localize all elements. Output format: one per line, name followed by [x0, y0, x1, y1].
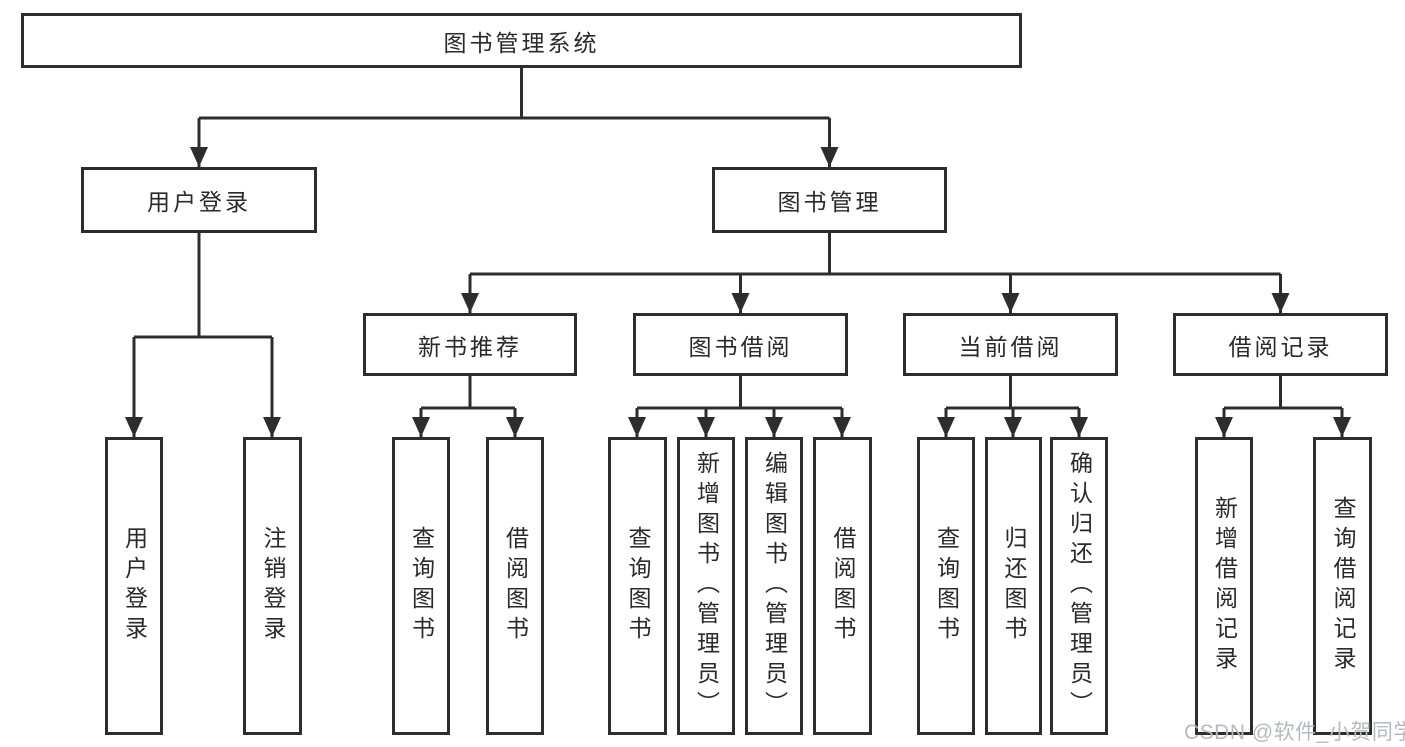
node-label: 用户登录 [147, 189, 251, 215]
leaf-query-books-current: 查询图书 [917, 437, 975, 735]
connector-root [190, 68, 839, 167]
leaf-borrow-books-recommend: 借阅图书 [486, 437, 544, 735]
node-new-book-recommend: 新书推荐 [363, 313, 577, 376]
connector-new-book-recommend [412, 376, 524, 437]
leaf-confirm-return-admin: 确认归还（管理员） [1050, 437, 1108, 735]
leaf-label: 注销登录 [260, 526, 286, 646]
node-book-borrowing: 图书借阅 [633, 313, 848, 376]
connector-book-borrowing [628, 376, 851, 437]
connector-current-borrowing [937, 376, 1088, 437]
leaf-edit-books-admin: 编辑图书（管理员） [745, 437, 803, 735]
connector-borrow-records [1215, 376, 1351, 437]
leaf-add-borrow-record: 新增借阅记录 [1195, 437, 1253, 735]
leaf-label: 新增借阅记录 [1211, 496, 1238, 676]
node-user-login: 用户登录 [81, 167, 317, 233]
leaf-user-login: 用户登录 [105, 437, 163, 735]
leaf-label: 查询借阅记录 [1330, 496, 1356, 676]
leaf-label: 借阅图书 [502, 526, 529, 646]
leaf-label: 查询图书 [933, 526, 960, 646]
connector-user-login [125, 233, 281, 437]
leaf-query-books-recommend: 查询图书 [392, 437, 450, 735]
node-book-management: 图书管理 [712, 167, 947, 233]
leaf-return-books: 归还图书 [985, 437, 1042, 735]
leaf-label: 用户登录 [121, 526, 148, 646]
leaf-label: 借阅图书 [830, 526, 856, 646]
leaf-borrow-books-borrowing: 借阅图书 [813, 437, 872, 735]
node-label: 图书管理 [777, 189, 882, 215]
leaf-label: 确认归还（管理员） [1066, 451, 1093, 721]
node-library-management-system: 图书管理系统 [21, 13, 1022, 68]
node-label: 当前借阅 [958, 333, 1063, 360]
node-label: 借阅记录 [1228, 333, 1333, 360]
leaf-label: 新增图书（管理员） [693, 451, 720, 721]
leaf-label: 查询图书 [408, 526, 435, 646]
leaf-label: 归还图书 [1001, 526, 1027, 646]
node-current-borrowing: 当前借阅 [903, 313, 1118, 376]
leaf-label: 编辑图书（管理员） [761, 451, 788, 721]
leaf-add-books-admin: 新增图书（管理员） [677, 437, 735, 735]
node-label: 新书推荐 [418, 333, 522, 360]
leaf-query-books-borrowing: 查询图书 [608, 437, 667, 735]
leaf-query-borrow-record: 查询借阅记录 [1313, 437, 1372, 735]
connector-book-management [461, 233, 1290, 313]
leaf-logout: 注销登录 [243, 437, 302, 735]
node-label: 图书借阅 [688, 333, 793, 360]
leaf-label: 查询图书 [625, 526, 651, 646]
node-label: 图书管理系统 [443, 29, 600, 56]
watermark: CSDN @软件_小贺同学 [1184, 721, 1405, 744]
node-borrow-records: 借阅记录 [1173, 313, 1388, 376]
